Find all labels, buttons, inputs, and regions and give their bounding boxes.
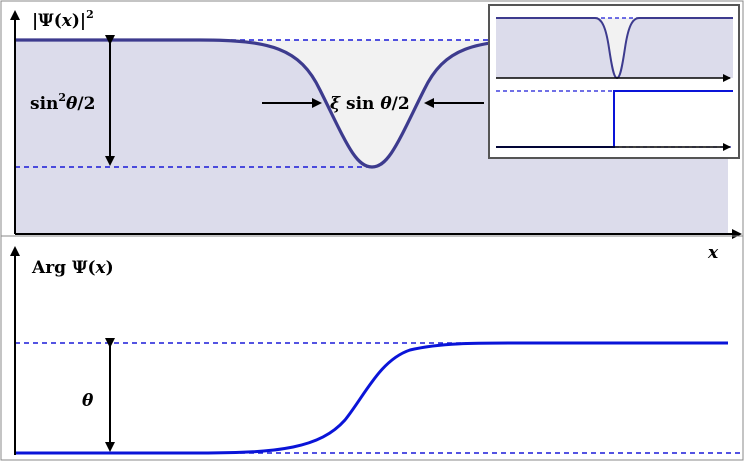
width-label: ξ sin θ/2 (330, 94, 410, 114)
phase-panel: Arg Ψ(x) θ (10, 246, 740, 455)
amplitude-label: sin2θ/2 (30, 91, 95, 114)
phase-curve (15, 341, 728, 455)
density-axis-label: |Ψ(x)|2 (32, 8, 94, 31)
density-curve (15, 38, 545, 169)
phase-theta-label: θ (82, 391, 94, 411)
inset-panel (488, 4, 740, 159)
dip-region (15, 40, 728, 167)
inset-dip-region (496, 18, 639, 78)
phase-axis-label: Arg Ψ(x) (31, 258, 114, 278)
x-axis-label: x (707, 243, 719, 263)
